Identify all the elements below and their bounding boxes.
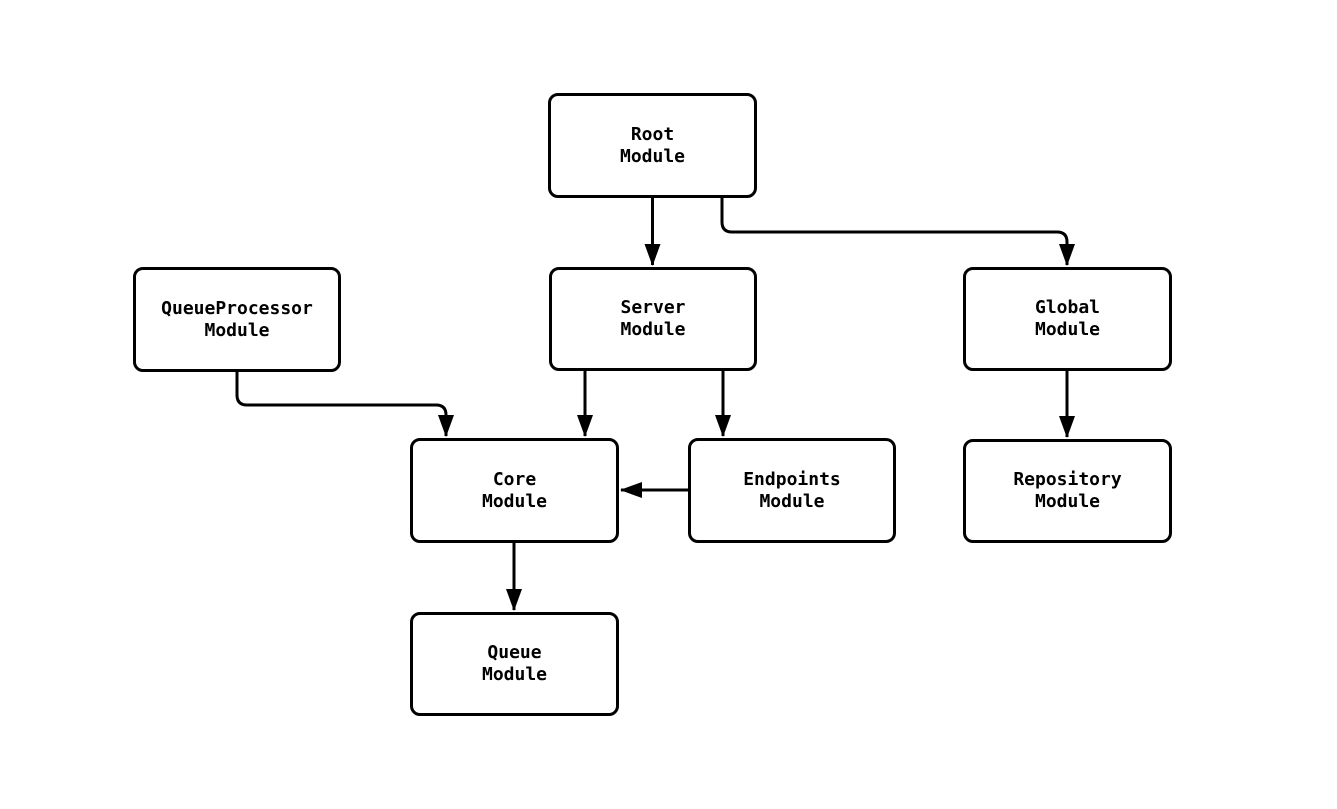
node-repository-module: Repository Module (963, 439, 1172, 543)
node-label-global: Global Module (1034, 297, 1101, 340)
node-server-module: Server Module (549, 267, 757, 371)
node-label-root: Root Module (619, 123, 686, 167)
node-queue-module: Queue Module (410, 612, 619, 716)
node-label-queue: Queue Module (481, 642, 548, 685)
node-label-endpoints: Endpoints Module (743, 468, 841, 512)
node-label-server: Server Module (620, 297, 686, 340)
node-core-module: Core Module (410, 438, 619, 543)
edge-queueprocessor-to-core (235, 372, 454, 437)
node-label-core: Core Module (481, 468, 548, 512)
node-endpoints-module: Endpoints Module (688, 438, 896, 543)
node-queueprocessor-module: QueueProcessor Module (133, 267, 341, 372)
node-label-repository: Repository Module (1013, 469, 1122, 512)
node-global-module: Global Module (963, 267, 1172, 371)
node-label-queueprocessor: QueueProcessor Module (161, 297, 313, 341)
edge-root-to-global (720, 198, 1075, 266)
node-root-module: Root Module (548, 93, 757, 198)
